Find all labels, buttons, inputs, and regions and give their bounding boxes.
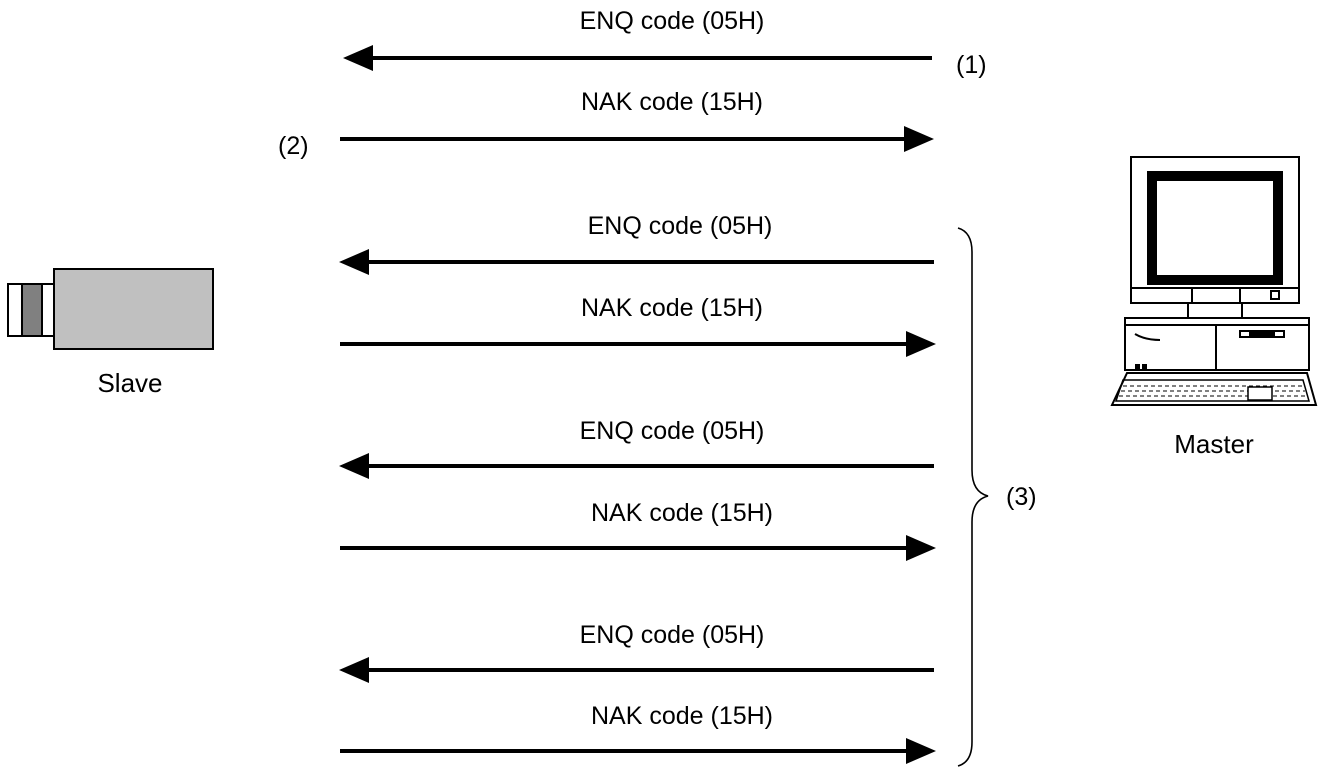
message-label-nak: NAK code (15H): [581, 294, 763, 322]
message-arrow-enq: [339, 657, 934, 683]
message-label-enq: ENQ code (05H): [580, 621, 765, 649]
step-marker-2: (2): [278, 132, 309, 160]
slave-label: Slave: [97, 368, 162, 398]
message-label-enq: ENQ code (05H): [588, 212, 773, 240]
message-label-nak: NAK code (15H): [591, 499, 773, 527]
step-marker-3: (3): [1006, 483, 1037, 511]
message-label-enq: ENQ code (05H): [580, 417, 765, 445]
message-arrow-nak: [340, 535, 936, 561]
slave-device-icon: [7, 268, 214, 350]
message-label-nak: NAK code (15H): [591, 702, 773, 730]
master-label: Master: [1174, 429, 1254, 459]
message-arrow-nak: [340, 126, 934, 152]
master-computer-icon: [1110, 156, 1318, 406]
step-marker-1: (1): [956, 51, 987, 79]
message-label-enq: ENQ code (05H): [580, 7, 765, 35]
message-arrow-nak: [340, 738, 936, 764]
message-arrow-enq: [339, 249, 934, 275]
message-arrow-enq: [339, 453, 934, 479]
message-arrow-enq: [343, 45, 932, 71]
message-label-nak: NAK code (15H): [581, 88, 763, 116]
curly-brace-icon: [957, 227, 989, 767]
message-arrow-nak: [340, 331, 936, 357]
